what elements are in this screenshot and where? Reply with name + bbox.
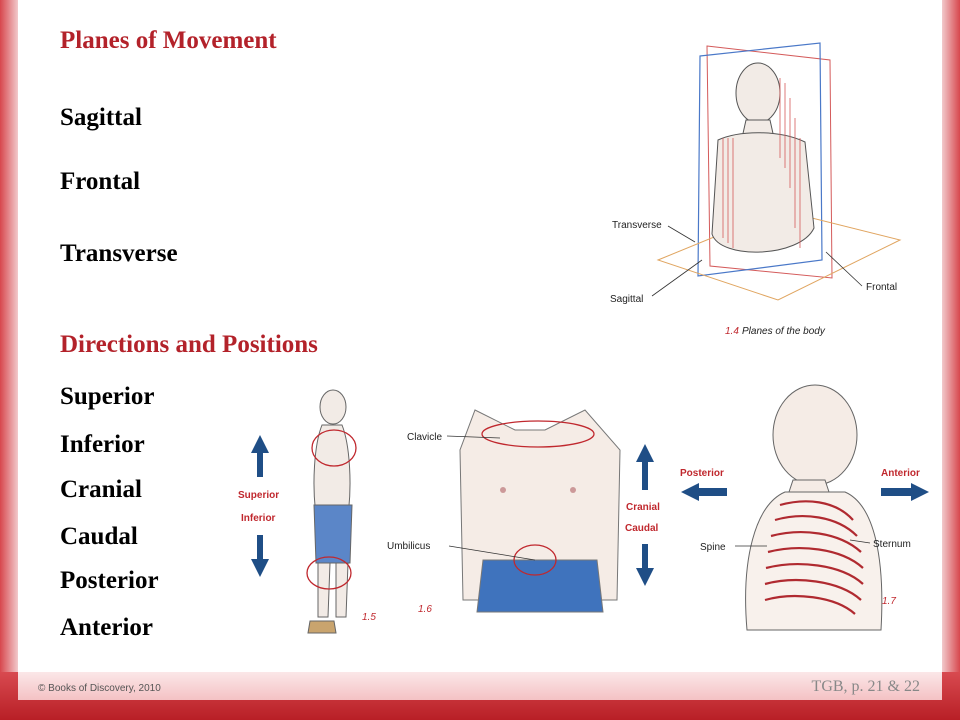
arrow-left-icon — [681, 483, 727, 501]
direction-caudal: Caudal — [60, 523, 138, 550]
frontal-plane — [697, 42, 823, 277]
umbilicus-highlight-circle — [513, 544, 557, 576]
frame-left — [0, 0, 18, 720]
clavicle-highlight-circle — [481, 420, 595, 448]
direction-posterior: Posterior — [60, 567, 159, 594]
transverse-leader — [667, 225, 696, 243]
caption-planes: Planes of the body — [742, 326, 826, 337]
direction-superior: Superior — [60, 383, 155, 410]
planes-of-body-figure: Transverse Sagittal Frontal 1.4 Planes o… — [610, 42, 902, 337]
frontal-leader — [825, 251, 863, 287]
label-transverse: Transverse — [612, 220, 662, 231]
sagittal-plane — [706, 45, 833, 279]
label-sagittal: Sagittal — [610, 294, 643, 305]
label-anterior: Anterior — [881, 468, 920, 479]
label-posterior: Posterior — [680, 468, 724, 479]
umbilicus-leader — [448, 545, 536, 561]
plane-transverse: Transverse — [60, 240, 178, 267]
arrow-right-icon — [881, 483, 929, 501]
directions-heading: Directions and Positions — [60, 331, 318, 358]
plane-frontal: Frontal — [60, 168, 141, 195]
caption-number-1-4: 1.4 — [725, 326, 739, 337]
arrow-up-icon — [251, 435, 269, 477]
cranial-caudal-figure: Clavicle Umbilicus Cranial Caudal 1.6 — [387, 409, 660, 615]
left-nipple — [500, 487, 506, 493]
posterior-anterior-figure: Posterior Anterior Spine Sternum 1.7 — [680, 384, 929, 631]
label-sternum: Sternum — [873, 539, 911, 550]
footer-band — [18, 672, 942, 700]
ribs — [764, 500, 864, 615]
torso-sketch — [711, 62, 815, 253]
caption-number-1-6: 1.6 — [418, 604, 432, 615]
label-cranial: Cranial — [626, 502, 660, 513]
arrow-down-icon — [636, 544, 654, 586]
arrow-up-icon — [636, 444, 654, 490]
caption-number-1-5: 1.5 — [362, 612, 376, 623]
direction-inferior: Inferior — [60, 431, 145, 458]
sagittal-hatching — [722, 78, 801, 248]
side-figure-sketch — [307, 389, 353, 634]
head-ribcage-sketch — [745, 384, 883, 631]
label-umbilicus: Umbilicus — [387, 541, 430, 552]
arrow-down-icon — [251, 535, 269, 577]
page-reference: TGB, p. 21 & 22 — [811, 678, 920, 695]
right-nipple — [570, 487, 576, 493]
superior-inferior-figure: Superior Inferior 1.5 — [238, 389, 376, 634]
label-superior: Superior — [238, 490, 279, 501]
knee-highlight-circle — [306, 556, 352, 590]
planes-heading: Planes of Movement — [60, 27, 277, 54]
frame-right — [942, 0, 960, 720]
label-frontal: Frontal — [866, 282, 897, 293]
label-clavicle: Clavicle — [407, 432, 442, 443]
clavicle-leader — [446, 435, 501, 439]
plane-sagittal: Sagittal — [60, 104, 142, 131]
sternum-leader — [849, 539, 871, 544]
label-caudal: Caudal — [625, 523, 659, 534]
direction-anterior: Anterior — [60, 614, 154, 641]
copyright-notice: © Books of Discovery, 2010 — [38, 683, 161, 694]
label-spine: Spine — [700, 542, 726, 553]
label-inferior: Inferior — [241, 513, 276, 524]
caption-number-1-7: 1.7 — [882, 596, 896, 607]
sagittal-leader — [651, 259, 703, 297]
direction-cranial: Cranial — [60, 476, 142, 503]
front-torso-sketch — [459, 409, 621, 613]
shoulder-highlight-circle — [311, 429, 357, 467]
